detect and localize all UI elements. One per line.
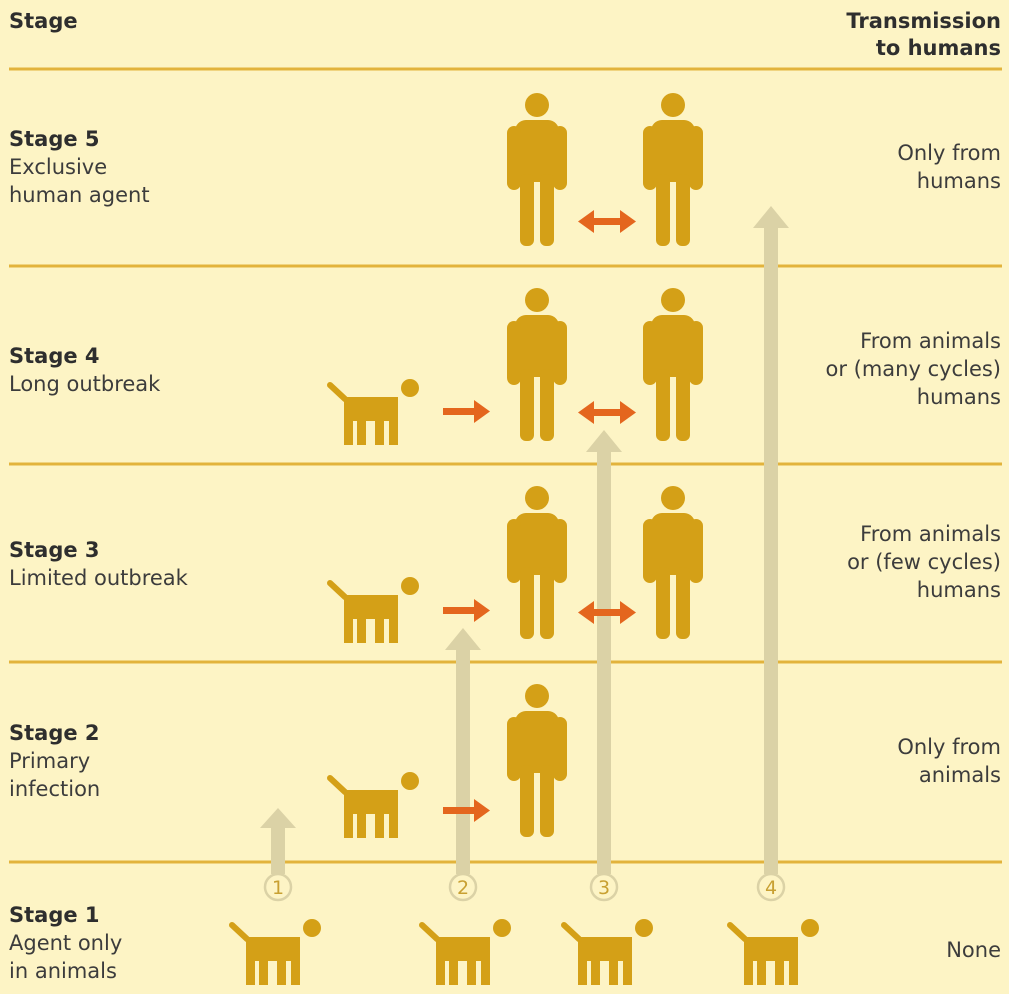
- transmission-header-line1: Transmission: [846, 9, 1001, 33]
- stage-desc-line: Exclusive: [9, 155, 108, 179]
- pathway-arrows: [260, 206, 789, 874]
- transmission-header-line2: to humans: [875, 36, 1001, 60]
- person-icon: [643, 486, 703, 639]
- dog-icon: [730, 919, 819, 985]
- transmission-column-header: Transmission to humans: [846, 8, 1001, 62]
- stage-title: Stage 3: [9, 538, 100, 562]
- stage-desc-line: human agent: [9, 183, 150, 207]
- pathway-arrow-icon: [445, 628, 481, 874]
- person-icon: [643, 93, 703, 246]
- stage-2-label: Stage 2 Primary infection: [9, 719, 100, 803]
- stage-2-transmission: Only from animals: [897, 733, 1001, 789]
- pathway-arrow-icon: [586, 430, 622, 874]
- stage-3-label: Stage 3 Limited outbreak: [9, 536, 188, 592]
- pathway-number: 3: [598, 877, 610, 899]
- pathway-number: 2: [457, 877, 469, 899]
- person-icon: [507, 486, 567, 639]
- pathway-marker-1: 1: [263, 872, 293, 902]
- stage-desc-line: Primary: [9, 749, 91, 773]
- double-arrow-icon: [578, 601, 636, 624]
- stage-dividers: [9, 67, 1002, 864]
- stage-description: Limited outbreak: [9, 564, 188, 592]
- stage-4-label: Stage 4 Long outbreak: [9, 342, 160, 398]
- dog-icon: [330, 772, 419, 838]
- stage-title: Stage 1: [9, 903, 100, 927]
- dog-icon: [330, 379, 419, 445]
- stage-description: Primary infection: [9, 747, 100, 803]
- transmission-line: animals: [918, 763, 1001, 787]
- stage-description: Long outbreak: [9, 370, 160, 398]
- double-arrow-icon: [578, 210, 636, 233]
- transmission-line: From animals: [860, 329, 1001, 353]
- stage-title: Stage 5: [9, 127, 100, 151]
- dog-icon: [564, 919, 653, 985]
- double-arrow-icon: [578, 401, 636, 424]
- pathway-number: 4: [765, 877, 777, 899]
- stage-title: Stage 2: [9, 721, 100, 745]
- stage-3-transmission: From animals or (few cycles) humans: [847, 520, 1001, 604]
- transmission-line: humans: [916, 578, 1001, 602]
- arrow-right-icon: [443, 599, 490, 622]
- transmission-line: humans: [916, 169, 1001, 193]
- stage-desc-line: infection: [9, 777, 101, 801]
- transmission-line: Only from: [897, 735, 1001, 759]
- pathway-marker-4: 4: [756, 872, 786, 902]
- pathway-arrow-icon: [753, 206, 789, 874]
- transmission-line: From animals: [860, 522, 1001, 546]
- dog-icon: [232, 919, 321, 985]
- stage-description: Agent only in animals: [9, 929, 122, 985]
- stage-desc-line: in animals: [9, 959, 117, 983]
- person-icon: [507, 288, 567, 441]
- stage-column-header: Stage: [9, 9, 78, 33]
- pathway-marker-2: 2: [448, 872, 478, 902]
- arrow-right-icon: [443, 400, 490, 423]
- stage-desc-line: Limited outbreak: [9, 566, 188, 590]
- transmission-line: None: [946, 938, 1001, 962]
- transmission-line: or (few cycles): [847, 550, 1001, 574]
- stage-4-transmission: From animals or (many cycles) humans: [826, 327, 1002, 411]
- pathway-markers: 1 2 3 4: [263, 872, 786, 902]
- stage-title: Stage 4: [9, 344, 100, 368]
- person-icon: [643, 288, 703, 441]
- transmission-line: or (many cycles): [825, 357, 1002, 381]
- stage-desc-line: Agent only: [9, 931, 123, 955]
- stage-1-transmission: None: [946, 936, 1001, 964]
- stage-1-label: Stage 1 Agent only in animals: [9, 901, 122, 985]
- person-icon: [507, 684, 567, 837]
- transmission-arrows: [443, 210, 636, 822]
- transmission-line: humans: [916, 385, 1001, 409]
- stage-description: Exclusive human agent: [9, 153, 150, 209]
- transmission-line: Only from: [897, 141, 1001, 165]
- stage-5-label: Stage 5 Exclusive human agent: [9, 125, 150, 209]
- dog-icon: [422, 919, 511, 985]
- stage-5-transmission: Only from humans: [897, 139, 1001, 195]
- pathway-arrow-icon: [260, 808, 296, 874]
- stage-desc-line: Long outbreak: [9, 372, 161, 396]
- dog-icon: [330, 577, 419, 643]
- person-icon: [507, 93, 567, 246]
- arrow-right-icon: [443, 799, 490, 822]
- pathway-marker-3: 3: [589, 872, 619, 902]
- pathway-number: 1: [272, 877, 284, 899]
